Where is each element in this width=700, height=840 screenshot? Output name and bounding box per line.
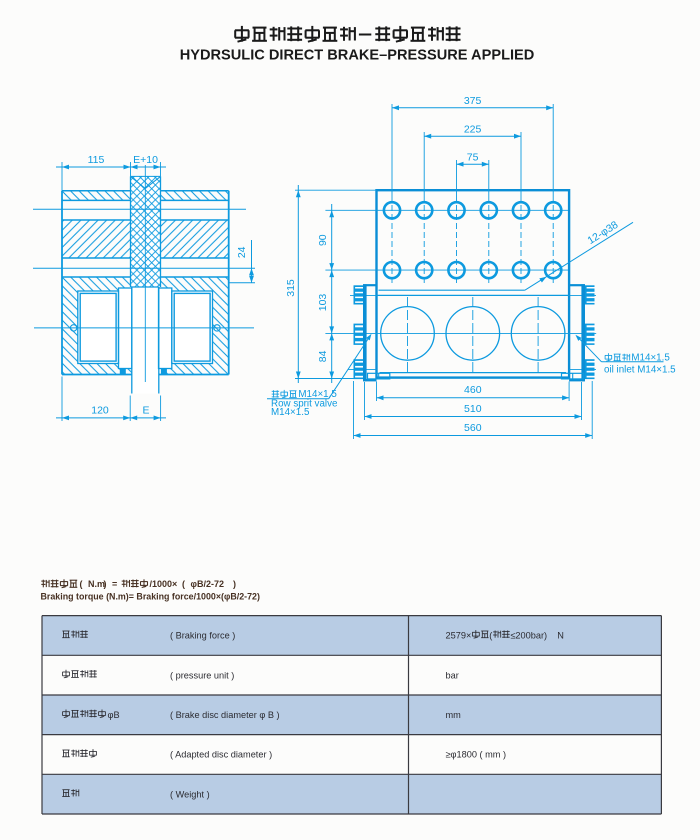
svg-text:M14×1.5: M14×1.5: [271, 407, 310, 418]
svg-text:mm: mm: [446, 710, 462, 720]
svg-text:oil inlet M14×1.5: oil inlet M14×1.5: [604, 364, 676, 375]
svg-text:(: (: [182, 579, 185, 589]
svg-text:(: (: [80, 579, 83, 589]
svg-text:315: 315: [285, 279, 297, 297]
svg-text:N: N: [557, 631, 564, 641]
svg-text:84: 84: [317, 350, 329, 362]
svg-text:): ): [233, 579, 236, 589]
svg-text:( Braking force ): ( Braking force ): [170, 631, 235, 641]
svg-text:E: E: [142, 405, 149, 417]
svg-text:120: 120: [91, 405, 109, 417]
svg-text:510: 510: [464, 403, 482, 415]
svg-text:N.m: N.m: [88, 579, 105, 589]
svg-text:bar: bar: [446, 670, 459, 680]
svg-text:( Weight ): ( Weight ): [170, 789, 210, 799]
svg-text:375: 375: [464, 95, 482, 107]
svg-text:( Brake disc diameter φ B ): ( Brake disc diameter φ B ): [170, 710, 280, 720]
svg-text:HYDRSULIC DIRECT BRAKE–PRESSUR: HYDRSULIC DIRECT BRAKE–PRESSURE APPLIED: [180, 47, 535, 63]
svg-text:(: (: [489, 631, 492, 641]
svg-text:Row sprit valve: Row sprit valve: [271, 399, 338, 410]
svg-text:φB/2-72: φB/2-72: [191, 579, 224, 589]
svg-text:Braking torque (N.m)= Braking: Braking torque (N.m)= Braking force/1000…: [41, 592, 260, 602]
svg-text:24: 24: [236, 246, 248, 258]
svg-text:90: 90: [317, 234, 329, 246]
svg-text:( Adapted disc diameter ): ( Adapted disc diameter ): [170, 750, 272, 760]
svg-text:M14×1.5: M14×1.5: [298, 389, 337, 400]
svg-text:2579×: 2579×: [446, 631, 472, 641]
svg-text:): ): [104, 579, 107, 589]
svg-text:560: 560: [464, 422, 482, 434]
svg-text:115: 115: [88, 154, 105, 166]
svg-text:=: =: [112, 579, 117, 589]
svg-text:/1000×: /1000×: [150, 579, 178, 589]
svg-text:φB: φB: [108, 710, 120, 720]
svg-text:≤200bar): ≤200bar): [510, 631, 547, 641]
svg-text:460: 460: [464, 384, 482, 396]
svg-text:75: 75: [467, 151, 479, 163]
svg-text:( pressure unit ): ( pressure unit ): [170, 670, 234, 680]
svg-text:E+10: E+10: [133, 154, 158, 166]
svg-text:225: 225: [464, 123, 482, 135]
svg-text:≥φ1800 ( mm ): ≥φ1800 ( mm ): [446, 750, 507, 760]
svg-text:M14×1.5: M14×1.5: [631, 352, 670, 363]
svg-text:103: 103: [317, 294, 329, 312]
